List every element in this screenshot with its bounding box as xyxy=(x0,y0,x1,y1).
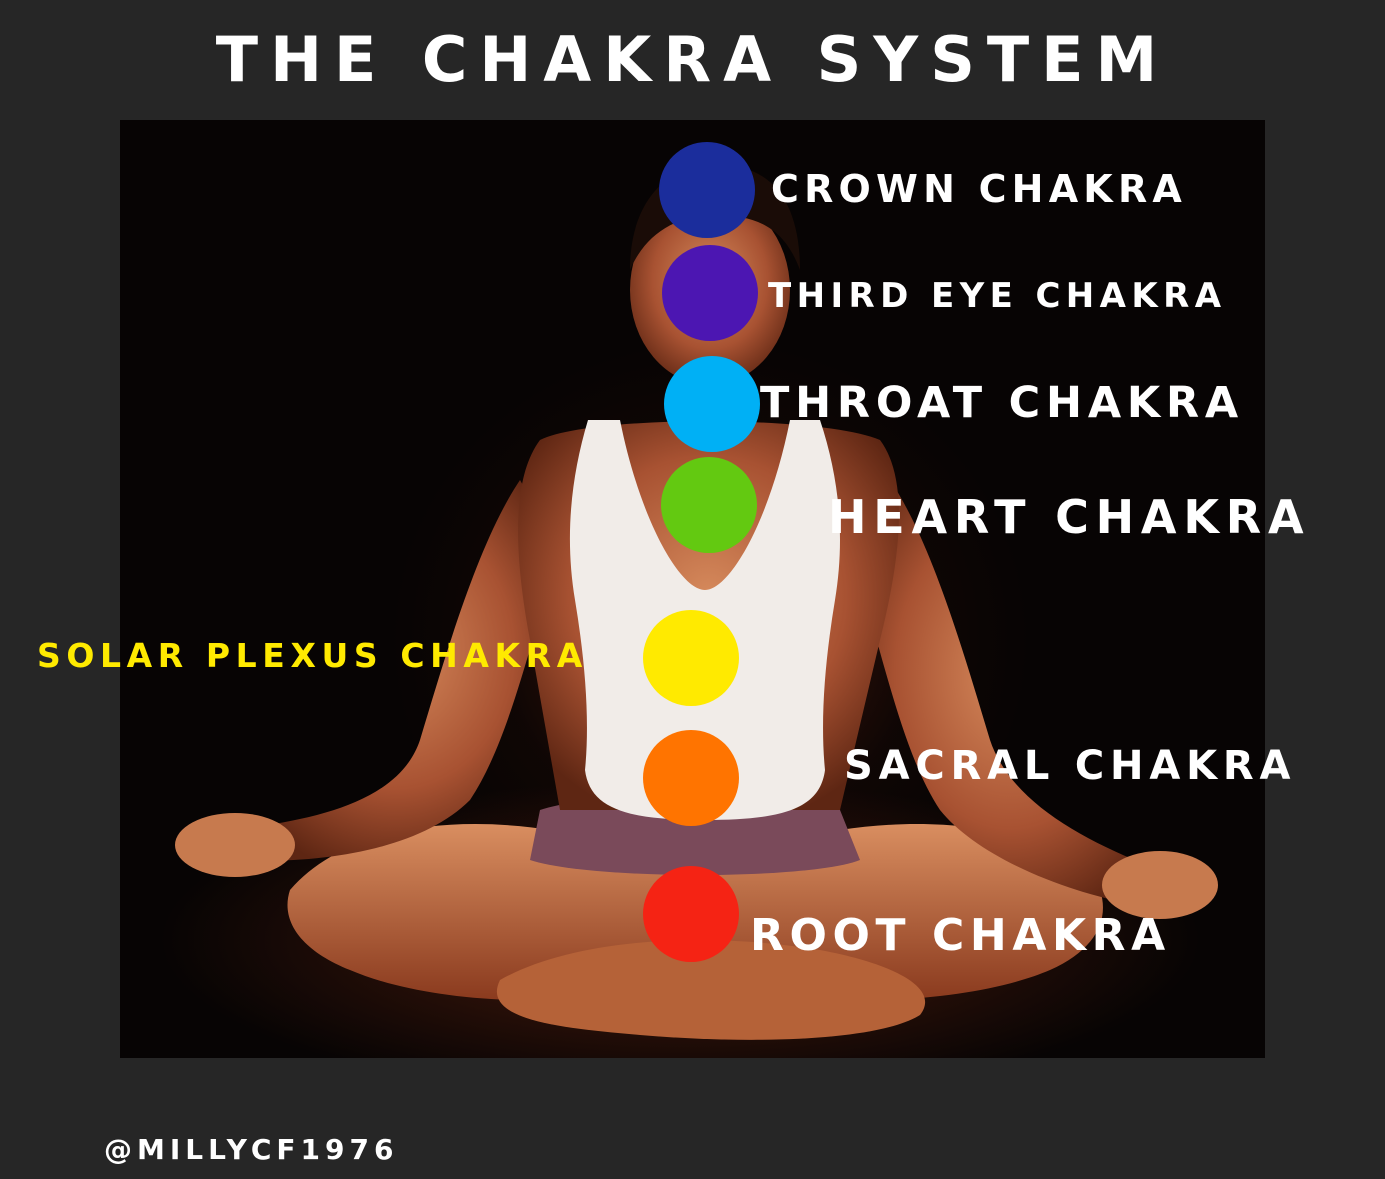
crown-chakra-dot xyxy=(659,142,755,238)
heart-chakra-label: HEART CHAKRA xyxy=(828,490,1311,544)
sacral-chakra-label: SACRAL CHAKRA xyxy=(844,743,1297,789)
crown-chakra-label: CROWN CHAKRA xyxy=(771,167,1188,211)
throat-chakra-dot xyxy=(664,356,760,452)
sacral-chakra-dot xyxy=(643,730,739,826)
author-credit: @MILLYCF1976 xyxy=(104,1133,399,1166)
solar-plexus-chakra-label: SOLAR PLEXUS CHAKRA xyxy=(37,636,588,675)
root-chakra-label: ROOT CHAKRA xyxy=(750,910,1171,961)
throat-chakra-label: THROAT CHAKRA xyxy=(760,378,1245,428)
page-title: THE CHAKRA SYSTEM xyxy=(215,23,1170,96)
solar-plexus-chakra-dot xyxy=(643,610,739,706)
root-chakra-dot xyxy=(643,866,739,962)
third-eye-chakra-dot xyxy=(662,245,758,341)
third-eye-chakra-label: THIRD EYE CHAKRA xyxy=(768,276,1227,316)
meditating-woman-illustration xyxy=(175,164,1218,1040)
heart-chakra-dot xyxy=(661,457,757,553)
